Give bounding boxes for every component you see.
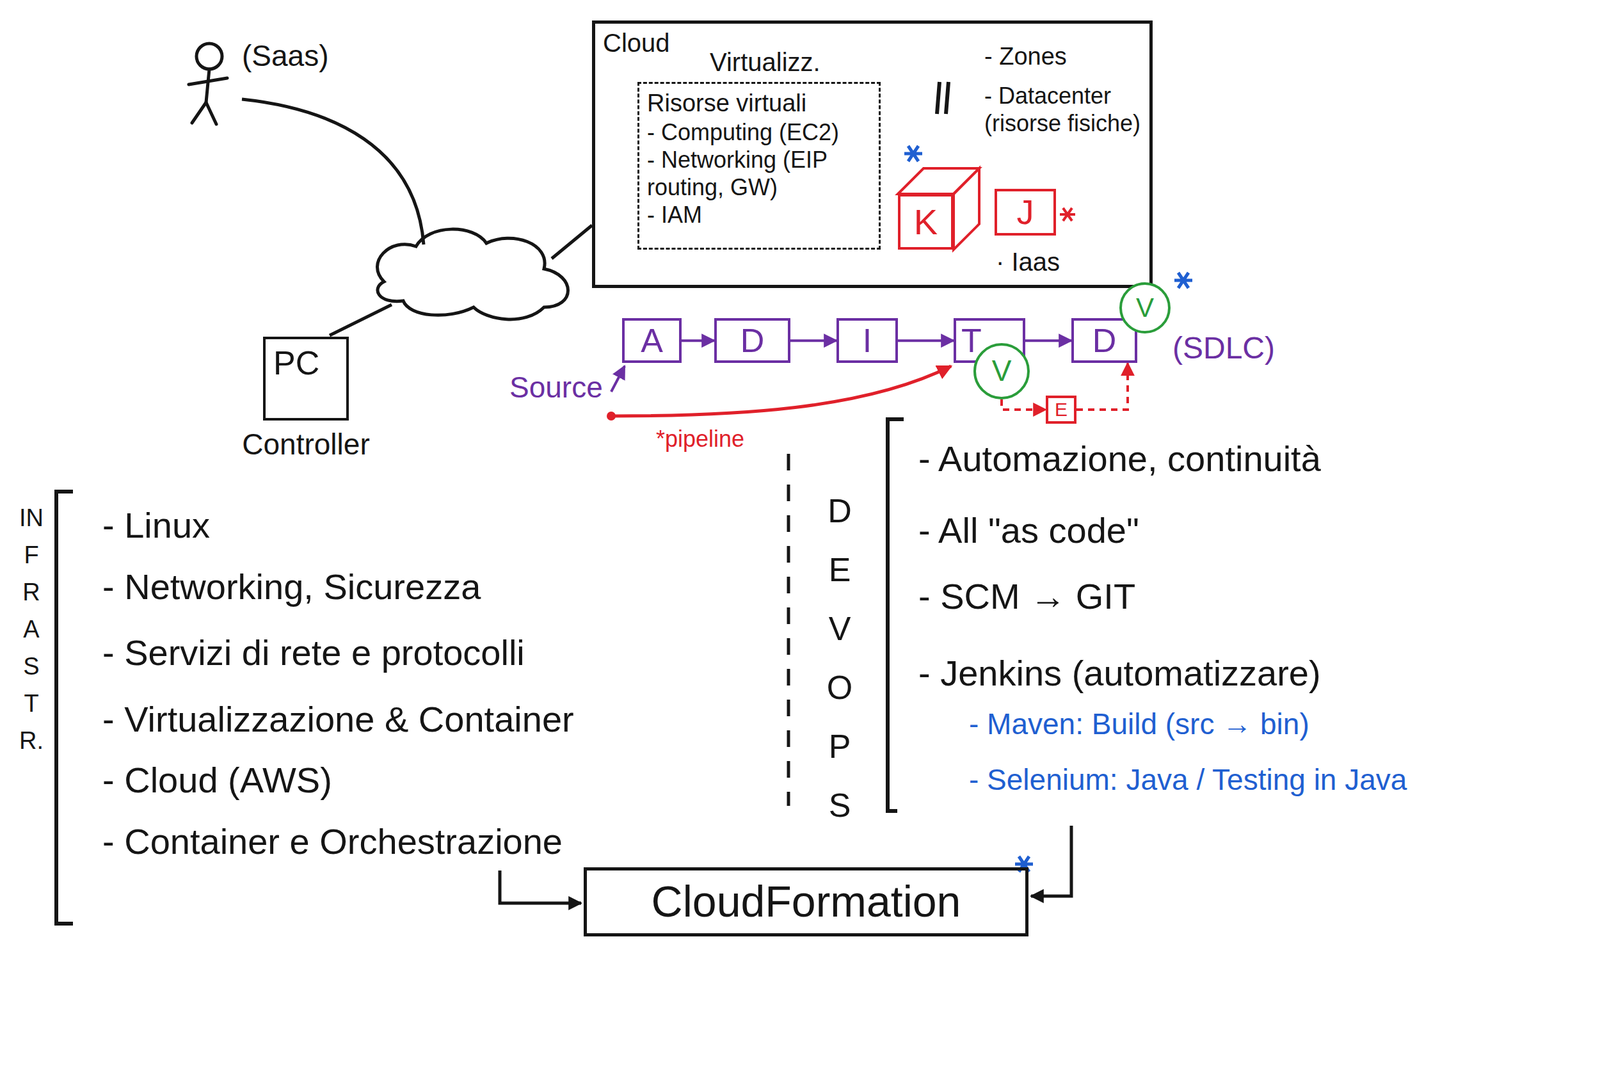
list-item: - Container e Orchestrazione <box>102 819 563 863</box>
box-heading: Virtualizz. <box>709 46 821 78</box>
service-model-label: · Iaas <box>995 246 1060 278</box>
connector <box>1076 362 1128 410</box>
box-label: - IAM <box>647 200 703 229</box>
phase-box: A <box>622 318 682 363</box>
box-label: PC <box>273 343 320 383</box>
list-item: - Cloud (AWS) <box>102 758 333 802</box>
tool-item: - Maven: Build (src → bin) <box>968 706 1310 742</box>
list-item: - Zones <box>984 42 1067 72</box>
list-bracket <box>56 491 73 924</box>
star-mark <box>904 145 923 162</box>
user-figure <box>188 43 228 125</box>
connector <box>1025 339 1072 342</box>
list-bracket <box>887 419 904 811</box>
connector <box>1001 399 1046 410</box>
check-circle: V <box>1119 282 1171 334</box>
pipeline-label: *pipeline <box>656 424 745 453</box>
cube-side-face <box>953 168 980 250</box>
box-label: E <box>1054 398 1068 422</box>
source-label: Source <box>509 369 603 406</box>
connector <box>681 339 715 342</box>
star-mark <box>1059 208 1076 221</box>
flow-arrow <box>499 870 582 904</box>
tool-item: - Selenium: Java / Testing in Java <box>968 762 1407 798</box>
box-label: - Networking (EIP routing, GW) <box>647 145 872 201</box>
resource-box: J <box>994 188 1056 236</box>
box-label: A <box>640 320 664 361</box>
box-label: I <box>862 320 872 361</box>
list-item: - Servizi di rete e protocolli <box>102 631 525 674</box>
box-label: CloudFormation <box>651 875 962 928</box>
cube-box: K <box>897 193 954 250</box>
box-label: Risorse virtuali <box>647 88 807 119</box>
virtual-resources-box: Virtualizz.Risorse virtuali- Computing (… <box>637 81 881 250</box>
box-caption: Controller <box>241 426 370 463</box>
sdlc-label: (SDLC) <box>1172 329 1275 367</box>
network-link <box>241 99 424 245</box>
section-title: INFRASTR. <box>19 499 44 760</box>
separator-bars <box>936 81 949 114</box>
figure-arms <box>188 78 228 85</box>
list-item: - Automazione, continuità <box>918 437 1321 480</box>
list-item: - Virtualizzazione & Container <box>102 697 575 741</box>
list-item: - Networking, Sicurezza <box>102 565 481 608</box>
box-label: K <box>913 200 938 244</box>
list-item: - All "as code" <box>918 508 1140 552</box>
network-link <box>551 225 592 259</box>
star-mark <box>1174 272 1193 288</box>
box-label: V <box>1136 291 1154 324</box>
flow-arrow <box>1031 825 1072 896</box>
source-arrow <box>611 366 625 392</box>
figure-head <box>196 43 223 70</box>
list-item: - Jenkins (automatizzare) <box>918 651 1321 695</box>
list-item: - Datacenter (risorse fisiche) <box>984 81 1145 137</box>
network-link <box>329 304 392 336</box>
phase-box: I <box>836 318 898 363</box>
figure-legs <box>192 102 217 125</box>
connector <box>790 339 837 342</box>
list-item: - Linux <box>102 503 210 547</box>
check-circle: V <box>973 343 1030 400</box>
box-label: V <box>992 353 1012 389</box>
internet-cloud <box>377 229 569 320</box>
cloudformation-box: CloudFormation <box>583 867 1029 937</box>
box-label: D <box>1092 320 1117 361</box>
box-label: J <box>1016 191 1035 233</box>
section-title: DEVOPS <box>823 481 857 835</box>
connector <box>897 339 954 342</box>
box-label: D <box>740 320 765 361</box>
figure-body <box>206 69 210 103</box>
list-item: - SCM → GIT <box>918 574 1136 618</box>
error-box: E <box>1045 395 1077 424</box>
pipeline-arrow <box>611 366 952 416</box>
phase-box: D <box>714 318 791 363</box>
section-divider <box>787 453 791 806</box>
pc-box: PCController <box>263 336 349 421</box>
box-label: Cloud <box>602 27 671 59</box>
box-label: - Computing (EC2) <box>647 118 840 146</box>
cloud-region: CloudVirtualizz.Risorse virtuali- Comput… <box>592 20 1153 288</box>
service-model-label: (Saas) <box>241 38 329 74</box>
